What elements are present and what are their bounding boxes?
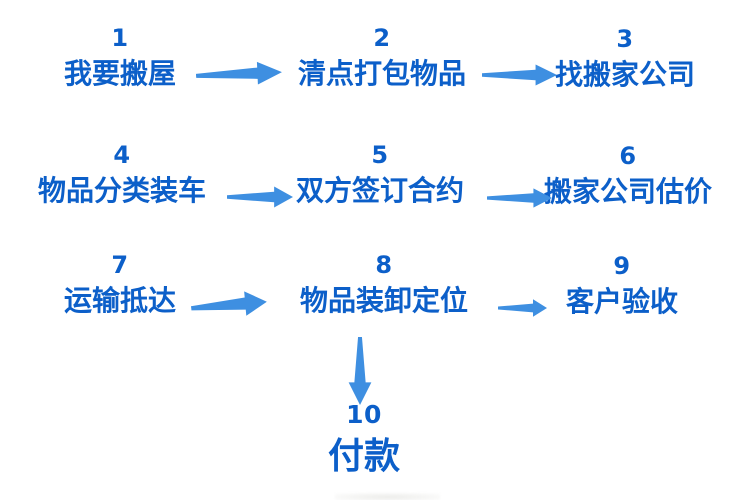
step-2: 2 清点打包物品	[272, 24, 492, 91]
step-3: 3 找搬家公司	[515, 25, 735, 92]
step-3-number: 3	[616, 25, 634, 53]
step-10-label: 付款	[327, 436, 400, 478]
step-5-label: 双方签订合约	[295, 174, 464, 208]
step-2-label: 清点打包物品	[297, 57, 466, 91]
arrow-shape	[498, 299, 547, 317]
step-6-number: 6	[619, 142, 637, 170]
arrow-shape	[482, 64, 557, 86]
step-7-number: 7	[111, 251, 129, 279]
step-6: 6 搬家公司估价	[518, 142, 738, 209]
step-5-number: 5	[371, 141, 389, 169]
arrow-shape	[487, 188, 552, 208]
step-7: 7 运输抵达	[10, 251, 230, 318]
arrow-2-to-3	[482, 64, 557, 86]
step-4: 4 物品分类装车	[12, 141, 232, 208]
arrow-8-to-9	[498, 299, 547, 317]
step-9-label: 客户验收	[565, 285, 678, 319]
step-4-number: 4	[113, 141, 131, 169]
arrow-shape	[348, 337, 372, 405]
arrow-7-to-8	[190, 291, 267, 316]
step-10-number: 10	[346, 400, 382, 429]
step-1: 1 我要搬屋	[10, 24, 230, 91]
step-9: 9 客户验收	[512, 252, 732, 319]
bottom-cutoff-artifact	[335, 493, 440, 500]
step-9-number: 9	[613, 252, 631, 280]
step-5: 5 双方签订合约	[270, 141, 490, 208]
step-1-number: 1	[111, 24, 129, 52]
arrow-1-to-2	[195, 61, 282, 85]
arrow-shape	[190, 291, 267, 316]
step-8: 8 物品装卸定位	[274, 251, 494, 318]
step-6-label: 搬家公司估价	[543, 175, 712, 209]
step-1-label: 我要搬屋	[63, 57, 176, 91]
step-7-label: 运输抵达	[63, 284, 176, 318]
arrow-shape	[195, 61, 282, 85]
step-10: 10 付款	[254, 400, 474, 478]
arrow-5-to-6	[487, 188, 552, 208]
arrow-shape	[227, 186, 293, 208]
step-8-label: 物品装卸定位	[299, 284, 468, 318]
arrow-8-to-10	[348, 337, 372, 405]
step-4-label: 物品分类装车	[37, 174, 206, 208]
step-8-number: 8	[375, 251, 393, 279]
step-3-label: 找搬家公司	[554, 58, 695, 92]
step-2-number: 2	[373, 24, 391, 52]
arrow-4-to-5	[227, 186, 293, 208]
